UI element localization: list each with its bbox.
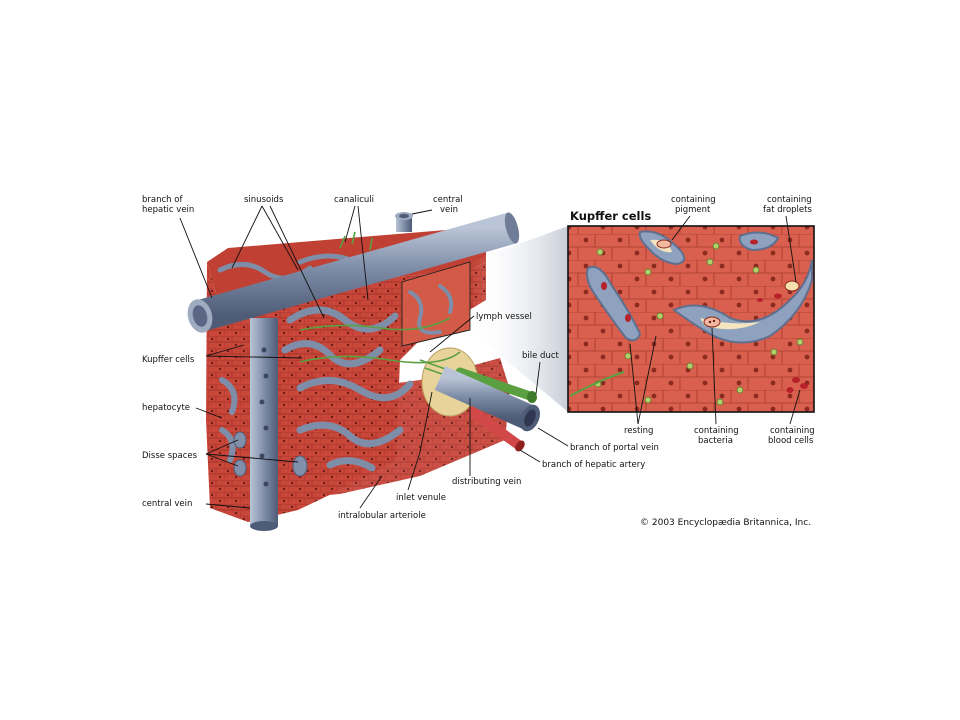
label-containing-bacteria-2: bacteria (698, 436, 733, 446)
label-containing-pigment-1: containing (671, 195, 716, 205)
label-central-vein-top-2: vein (440, 205, 458, 215)
kupffer-inset (567, 225, 815, 413)
label-resting: resting (624, 426, 653, 436)
portal-vein-tube (434, 366, 541, 432)
label-bile-duct: bile duct (522, 351, 560, 361)
label-distributing-vein: distributing vein (452, 477, 521, 487)
label-branch-of-hepatic-vein-2: hepatic vein (142, 205, 194, 215)
hepatic-vein-horizontal (187, 212, 520, 333)
hepatic-artery-tube (467, 405, 525, 452)
leader-lines (179, 205, 801, 509)
magnification-beam (470, 226, 568, 412)
label-central-vein-bottom: central vein (142, 499, 192, 509)
label-branch-of-hepatic-vein-1: branch of (142, 195, 183, 205)
label-containing-pigment-2: pigment (675, 205, 711, 215)
label-containing-fat-droplets-2: fat droplets (763, 205, 812, 215)
label-kupffer-cells-side: Kupffer cells (142, 355, 195, 365)
label-lymph-vessel: lymph vessel (476, 312, 532, 322)
label-containing-bacteria-1: containing (694, 426, 739, 436)
label-intralobular-arteriole: intralobular arteriole (338, 511, 426, 521)
label-branch-of-hepatic-artery: branch of hepatic artery (542, 460, 645, 470)
diagram-labels: branch of hepatic vein sinusoids canalic… (142, 195, 815, 528)
label-branch-of-portal-vein: branch of portal vein (570, 443, 659, 453)
label-inlet-venule: inlet venule (396, 493, 446, 503)
label-sinusoids: sinusoids (244, 195, 284, 205)
label-containing-fat-droplets-1: containing (767, 195, 812, 205)
copyright-notice: © 2003 Encyclopædia Britannica, Inc. (640, 518, 811, 528)
label-disse-spaces: Disse spaces (142, 451, 198, 461)
label-canaliculi: canaliculi (334, 195, 374, 205)
central-vein-vertical (233, 318, 308, 531)
label-containing-blood-cells-1: containing (770, 426, 815, 436)
inset-title: Kupffer cells (570, 209, 651, 223)
label-containing-blood-cells-2: blood cells (768, 436, 814, 446)
label-central-vein-top-1: central (433, 195, 463, 205)
label-hepatocyte: hepatocyte (142, 403, 190, 413)
bile-duct-tube (455, 367, 537, 403)
